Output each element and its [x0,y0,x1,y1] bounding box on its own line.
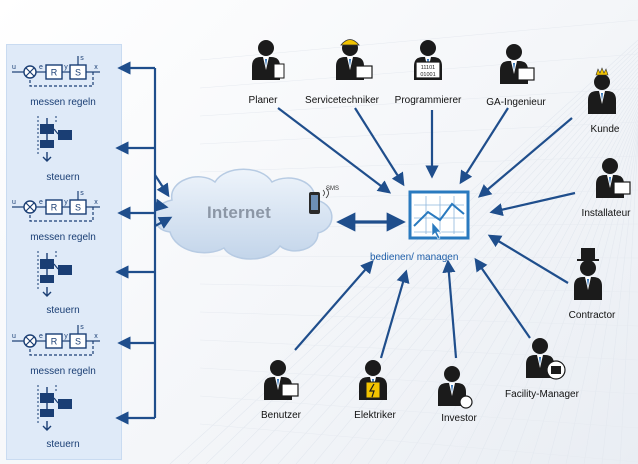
left-bus-arrows [115,61,173,425]
steuern-diagram [37,116,72,162]
control-label-messen-regeln-3: messen regeln [30,366,96,377]
internet-label: Internet [207,203,271,222]
benutzer-person-icon [264,360,299,400]
svg-text:y: y [64,64,68,71]
kunde-person-icon [588,67,616,114]
role-label-installateur: Installateur [581,208,631,219]
svg-text:u: u [12,64,16,71]
installateur-person-icon [596,158,631,198]
control-label-steuern-1: steuern [46,172,80,183]
steuern-diagram [37,385,72,431]
svg-text:e: e [39,199,43,206]
svg-text:x: x [94,333,98,340]
role-label-kunde: Kunde [590,124,620,135]
svg-text:e: e [39,64,43,71]
svg-text:S: S [75,203,81,213]
svg-text:s: s [80,324,84,331]
svg-text:u: u [12,333,16,340]
svg-text:y: y [64,199,68,206]
svg-text:R: R [51,203,58,213]
phone-icon [309,187,329,214]
role-label-elektriker: Elektriker [354,410,396,421]
control-label-steuern-3: steuern [46,439,80,450]
role-label-planer: Planer [248,95,278,106]
servicetechniker-person-icon [336,39,373,80]
role-label-investor: Investor [441,413,477,424]
sms-label: SMS [326,186,340,192]
svg-text:u: u [12,199,16,206]
programmer-binary-text-2: 01001 [420,72,435,78]
ga-ingenieur-person-icon [500,44,535,84]
programmer-binary-text-1: 11101 [421,65,435,71]
svg-text:s: s [80,55,84,62]
role-label-programmierer: Programmierer [394,95,462,106]
role-label-servicetechniker: Servicetechniker [305,95,379,106]
svg-text:x: x [94,199,98,206]
role-label-benutzer: Benutzer [260,410,302,421]
svg-text:R: R [51,337,58,347]
planer-person-icon [252,40,285,80]
svg-text:S: S [75,68,81,78]
steuern-diagram [37,251,72,297]
role-label-contractor: Contractor [568,310,616,321]
role-arrows [277,107,576,359]
facility-manager-person-icon [526,338,566,380]
contractor-person-icon [574,248,602,300]
svg-text:y: y [64,333,68,340]
control-label-messen-regeln-1: messen regeln [30,97,96,108]
svg-text:x: x [94,64,98,71]
center-screen-icon [408,190,470,240]
role-label-facility-manager: Facility-Manager [505,389,579,400]
investor-person-icon [438,366,473,409]
svg-text:R: R [51,68,58,78]
control-label-messen-regeln-2: messen regeln [30,232,96,243]
control-label-steuern-2: steuern [46,305,80,316]
svg-text:e: e [39,333,43,340]
control-panel [6,44,122,460]
svg-text:S: S [75,337,81,347]
elektriker-person-icon [359,360,387,400]
role-label-ga-ingenieur: GA-Ingenieur [486,97,546,108]
svg-text:s: s [80,190,84,197]
center-label: bedienen/ managen [370,252,459,263]
